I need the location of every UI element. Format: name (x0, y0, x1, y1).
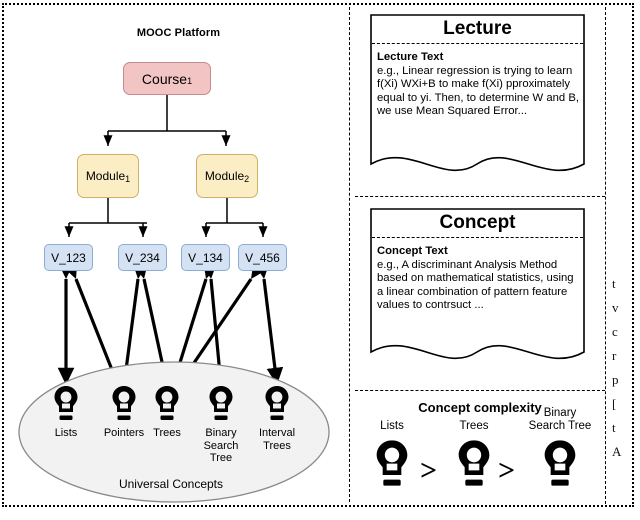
cropped-margin-line-5: p (612, 372, 619, 387)
cropped-margin-line-4: r (612, 348, 617, 363)
lightbulb-icon (376, 440, 408, 486)
video-node-v456-label: V_456 (245, 250, 280, 265)
video-node-v456[interactable]: V_456 (238, 244, 287, 271)
lightbulb-icon (209, 386, 233, 420)
video-node-v123-label: V_123 (51, 250, 86, 265)
lecture-card-body-heading: Lecture Text (377, 51, 444, 63)
complexity-item-bst-label: Binary Search Tree (528, 407, 592, 432)
lecture-card-title: Lecture (443, 18, 512, 39)
lightbulb-icon (112, 386, 136, 420)
universal-concepts-label: Universal Concepts (118, 477, 224, 491)
concept-lists-label: Lists (54, 427, 78, 439)
concept-trees-label: Trees (153, 427, 181, 439)
cropped-margin-line-1: t (612, 276, 616, 291)
video-node-v234[interactable]: V_234 (118, 244, 167, 271)
cropped-margin-line-8: A (612, 444, 622, 459)
course-node-label: Course (141, 70, 188, 87)
outer-figure-border (2, 3, 634, 507)
video-node-v123[interactable]: V_123 (44, 244, 93, 271)
left-panel-divider (10, 7, 350, 502)
concept-interval-trees[interactable]: Interval Trees (244, 385, 310, 452)
lecture-card-body-text: e.g., Linear regression is trying to lea… (377, 64, 579, 118)
module-node-1-label: Module (85, 169, 126, 183)
cropped-margin-line-7: t (612, 420, 616, 435)
course-node-sub: 1 (187, 76, 193, 86)
lightbulb-icon (265, 386, 289, 420)
right-separator-1 (355, 196, 605, 197)
complexity-item-lists[interactable]: Lists (354, 420, 430, 492)
lightbulb-icon (54, 386, 78, 420)
concept-complexity-row: Lists > Trees > Binary Search Tree (358, 407, 604, 502)
video-node-v134-label: V_134 (188, 250, 223, 265)
lightbulb-icon (458, 440, 490, 486)
concept-pointers-label: Pointers (103, 427, 145, 439)
concept-card-body-text: e.g., A discriminant Analysis Method bas… (377, 258, 574, 312)
module-node-2-label: Module (204, 169, 245, 183)
mooc-platform-title: MOOC Platform (136, 27, 221, 39)
complexity-operator-2: > (498, 454, 516, 487)
right-column-divider (605, 7, 606, 504)
mooc-platform-panel: MOOC Platform (6, 7, 351, 504)
lecture-document-card[interactable]: Lecture Lecture Text e.g., Linear regres… (370, 14, 585, 174)
cropped-margin-line-2: v (612, 300, 619, 315)
right-separator-2 (355, 390, 605, 391)
complexity-item-bst[interactable]: Binary Search Tree (514, 407, 606, 492)
complexity-item-trees-label: Trees (459, 420, 489, 432)
cropped-margin-line-3: c (612, 324, 618, 339)
concept-card-body-heading: Concept Text (377, 245, 448, 257)
module-node-1-sub: 1 (125, 173, 131, 184)
concept-document-card[interactable]: Concept Concept Text e.g., A discriminan… (370, 208, 585, 359)
concept-pointers[interactable]: Pointers (91, 385, 157, 440)
concept-complexity-title: Concept complexity (418, 400, 542, 415)
concept-trees[interactable]: Trees (134, 385, 200, 440)
lightbulb-icon (155, 386, 179, 420)
concept-interval-trees-label: Interval Trees (258, 427, 296, 452)
concept-binary-search-tree[interactable]: Binary Search Tree (188, 385, 254, 465)
video-node-v234-label: V_234 (125, 250, 160, 265)
complexity-operator-1: > (420, 454, 438, 487)
video-node-v134[interactable]: V_134 (181, 244, 230, 271)
concept-card-title: Concept (439, 212, 516, 233)
module-node-2-sub: 2 (244, 173, 250, 184)
concept-binary-search-tree-label: Binary Search Tree (203, 427, 239, 464)
lightbulb-icon (544, 440, 576, 486)
concept-lists[interactable]: Lists (33, 385, 99, 440)
complexity-item-lists-label: Lists (380, 420, 404, 432)
cropped-margin-text: t v c r p [ t A (612, 272, 640, 464)
complexity-item-trees[interactable]: Trees (436, 420, 512, 492)
cropped-margin-line-6: [ (612, 396, 617, 411)
